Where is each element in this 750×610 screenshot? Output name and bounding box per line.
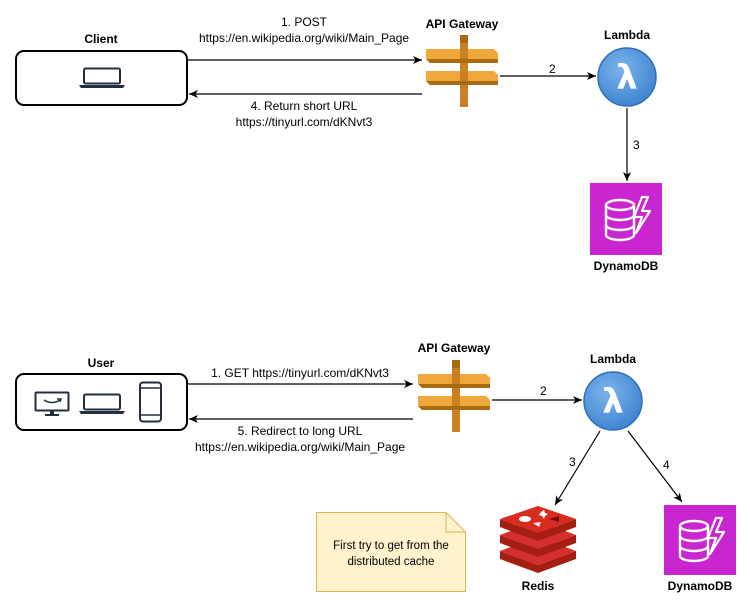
step5-text: 5. Redirect to long URL xyxy=(237,424,363,438)
client-box xyxy=(15,50,188,106)
dynamodb-label: DynamoDB xyxy=(667,579,733,593)
step3-label: 3 xyxy=(569,455,576,469)
monitor-icon xyxy=(34,391,70,416)
step3-label: 3 xyxy=(633,138,640,152)
dynamodb-icon xyxy=(590,183,662,255)
user-label: User xyxy=(87,356,115,370)
step1-text: 1. POST xyxy=(280,15,327,29)
lambda-icon: λ xyxy=(597,47,657,107)
laptop-icon xyxy=(79,393,125,414)
lambda-label: Lambda xyxy=(603,28,650,42)
dynamodb-icon xyxy=(664,505,736,575)
step2-label: 2 xyxy=(540,384,547,398)
step1-url: https://en.wikipedia.org/wiki/Main_Page xyxy=(198,31,410,45)
step5-url: https://en.wikipedia.org/wiki/Main_Page xyxy=(194,440,406,454)
get-step-text: 1. GET https://tinyurl.com/dKNvt3 xyxy=(211,366,389,380)
dynamodb-label: DynamoDB xyxy=(593,259,659,273)
cache-note xyxy=(316,512,466,592)
arrow-lambda-to-dynamodb-2 xyxy=(627,430,683,503)
svg-text:λ: λ xyxy=(602,382,624,422)
smartphone-icon xyxy=(139,381,162,423)
api-gateway-icon xyxy=(426,35,498,107)
lambda-label: Lambda xyxy=(589,352,636,366)
client-label: Client xyxy=(84,32,118,46)
step4-url: https://tinyurl.com/dKNvt3 xyxy=(235,115,373,129)
redis-label: Redis xyxy=(521,579,555,593)
laptop-icon xyxy=(79,67,125,88)
step2-label: 2 xyxy=(549,62,556,76)
arrow-lambda-to-redis xyxy=(554,430,601,506)
api-gateway-label: API Gateway xyxy=(425,17,499,31)
svg-text:λ: λ xyxy=(616,58,638,98)
step4-text: 4. Return short URL xyxy=(250,99,358,113)
step4-label: 4 xyxy=(663,458,670,472)
cache-note-text: First try to get from the distributed ca… xyxy=(333,540,449,568)
api-gateway-label: API Gateway xyxy=(417,341,491,355)
lambda-icon: λ xyxy=(583,371,643,431)
api-gateway-icon xyxy=(418,360,490,432)
redis-icon xyxy=(500,506,576,573)
